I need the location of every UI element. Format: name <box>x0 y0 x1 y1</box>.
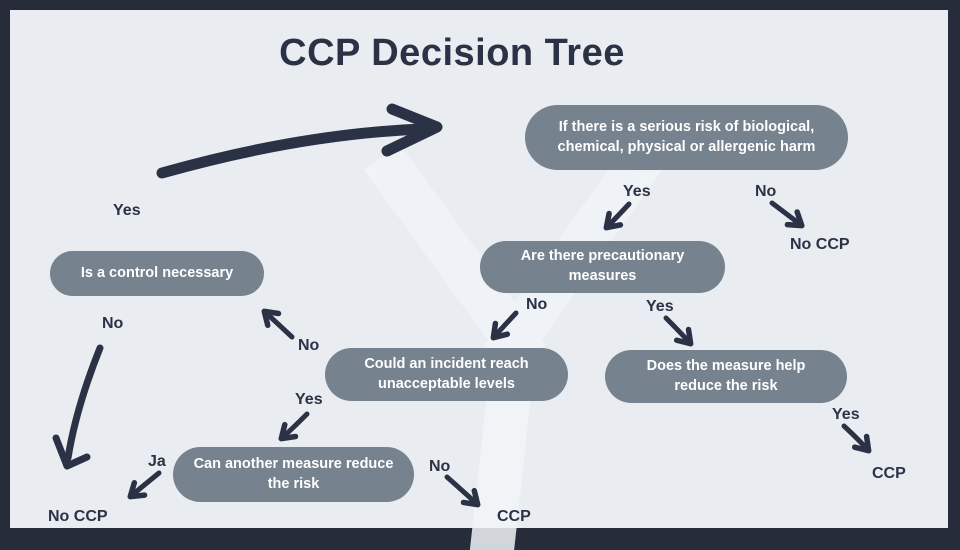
label-yes-incident: Yes <box>295 391 323 408</box>
outcome-ccp-mid: CCP <box>497 508 531 525</box>
arrow-yes-to-measure <box>663 315 694 347</box>
outcome-no-ccp-bottom: No CCP <box>48 508 108 525</box>
label-no-incident: No <box>298 337 320 354</box>
label-no-mid: No <box>526 296 548 313</box>
arrow-yes-to-ccp-right <box>841 423 872 454</box>
node-text-line: chemical, physical or allergenic harm <box>557 138 816 155</box>
label-ja: Ja <box>148 453 166 470</box>
arrow-no-to-noccp-top <box>769 200 805 229</box>
page-title: CCP Decision Tree <box>279 32 625 74</box>
node-another-measure: Can another measure reduce the risk <box>173 447 414 502</box>
diagram-canvas: CCP Decision Tree <box>10 10 948 550</box>
label-no-bottom: No <box>429 458 451 475</box>
arrow-yes-to-another <box>278 411 310 442</box>
arrow-no-to-noccp-left <box>52 344 104 470</box>
node-precautionary-measures: Are there precautionary measures <box>480 241 725 293</box>
arrow-yes-to-precautionary <box>603 201 632 231</box>
label-yes-mid: Yes <box>646 298 674 315</box>
arrow-no-to-incident <box>490 310 519 341</box>
node-text-line: reduce the risk <box>674 377 778 394</box>
node-text-line: Are there precautionary <box>520 248 685 265</box>
arrow-big-intro <box>156 103 443 179</box>
label-yes-right: Yes <box>832 406 860 423</box>
label-yes-top: Yes <box>623 183 651 200</box>
node-text-line: measures <box>568 268 637 284</box>
outcome-no-ccp-top: No CCP <box>790 236 850 253</box>
node-control-necessary: Is a control necessary <box>50 251 264 296</box>
node-text-line: Can another measure reduce <box>193 455 394 472</box>
label-yes-left: Yes <box>113 202 141 219</box>
arrow-ja-to-noccp <box>127 470 162 500</box>
node-serious-risk: If there is a serious risk of biological… <box>525 105 848 170</box>
node-incident-levels: Could an incident reach unacceptable lev… <box>325 348 568 401</box>
node-text-line: Is a control necessary <box>80 264 234 281</box>
node-text-line: Could an incident reach <box>364 355 529 372</box>
label-no-top: No <box>755 183 777 200</box>
node-measure-help: Does the measure help reduce the risk <box>605 350 847 403</box>
arrow-no-to-control <box>261 308 295 340</box>
node-text-line: If there is a serious risk of biological… <box>558 118 815 135</box>
arrow-no-to-ccp-mid <box>444 474 481 508</box>
label-no-left: No <box>102 315 124 332</box>
node-text-line: unacceptable levels <box>377 375 515 392</box>
outcome-ccp-right: CCP <box>872 465 906 482</box>
node-text-line: the risk <box>267 475 320 492</box>
node-text-line: Does the measure help <box>646 357 806 374</box>
